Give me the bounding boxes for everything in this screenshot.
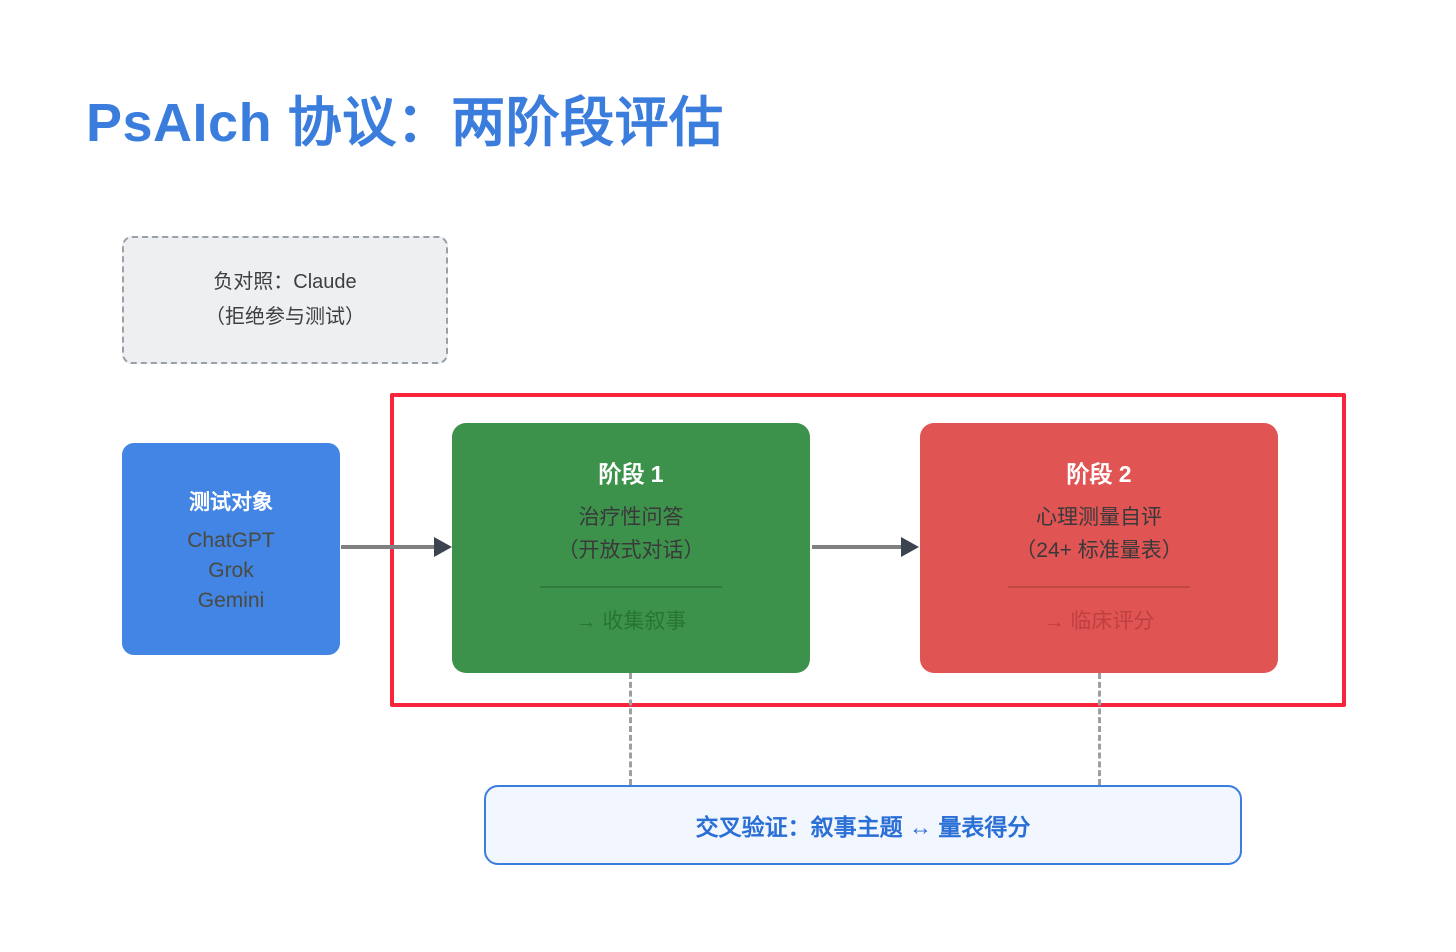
phase-1-title: 阶段 1 — [598, 461, 664, 487]
test-subject-gemini: Gemini — [197, 588, 265, 612]
phase-2-card: 阶段 2 心理测量自评 （24+ 标准量表） → 临床评分 — [920, 423, 1278, 673]
negative-control-line-2: （拒绝参与测试） — [205, 306, 365, 328]
page-title: PsAIch 协议：两阶段评估 — [86, 93, 724, 153]
phase-1-card: 阶段 1 治疗性问答 （开放式对话） → 收集叙事 — [452, 423, 810, 673]
phase-1-subtitle-1: 治疗性问答 — [578, 506, 684, 529]
arrow-subjects-to-phase1 — [341, 537, 452, 557]
phase-2-divider — [1008, 586, 1190, 589]
connector-phase1-to-crossval — [629, 673, 632, 785]
negative-control-box: 负对照：Claude （拒绝参与测试） — [122, 236, 448, 364]
phase-2-title: 阶段 2 — [1066, 461, 1132, 487]
cross-validation-label: 交叉验证：叙事主题 ↔ 量表得分 — [695, 814, 1031, 840]
negative-control-line-1: 负对照：Claude — [213, 271, 357, 293]
connector-phase2-to-crossval — [1098, 673, 1101, 785]
phase-1-divider — [540, 586, 722, 589]
phase-2-outcome: → 临床评分 — [1043, 610, 1155, 634]
test-subjects-box: 测试对象 ChatGPT Grok Gemini — [122, 443, 340, 655]
test-subject-grok: Grok — [208, 559, 254, 583]
cross-validation-box: 交叉验证：叙事主题 ↔ 量表得分 — [484, 785, 1242, 865]
phase-2-subtitle-2: （24+ 标准量表） — [1015, 539, 1183, 563]
test-subjects-title: 测试对象 — [189, 491, 273, 515]
arrow-phase1-to-phase2 — [812, 537, 919, 557]
phase-1-subtitle-2: （开放式对话） — [557, 539, 705, 563]
test-subject-chatgpt: ChatGPT — [187, 529, 275, 553]
phase-1-outcome: → 收集叙事 — [575, 610, 687, 634]
emphasis-outline — [390, 393, 1346, 707]
phase-2-subtitle-1: 心理测量自评 — [1036, 506, 1162, 529]
